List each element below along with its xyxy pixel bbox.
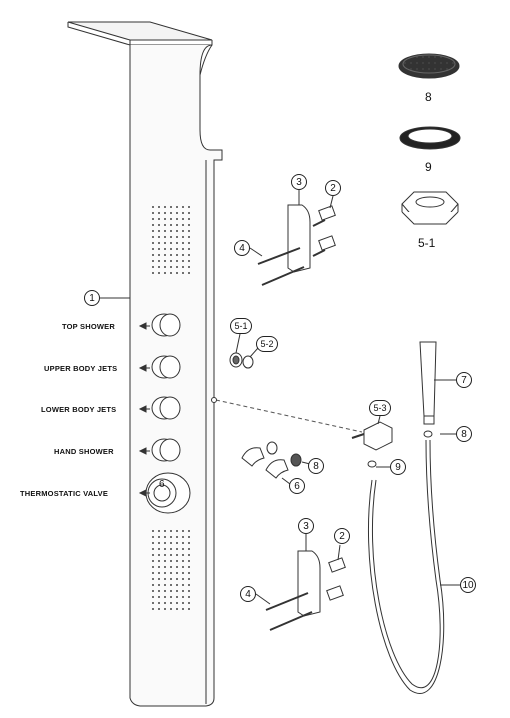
callout-8-middle: 8 [308,458,324,474]
filter-washer [398,53,460,79]
fitting-parts [229,352,254,369]
callout-1: 1 [84,290,100,306]
callout-4-top: 4 [234,240,250,256]
callout-7: 7 [456,372,472,388]
callout-10: 10 [460,577,476,593]
label-top-shower: TOP SHOWER [62,322,115,331]
label-lower-body-jets: LOWER BODY JETS [41,405,117,414]
upper-body-jets-nozzles [150,205,190,277]
label-hand-shower: HAND SHOWER [54,447,114,456]
hand-shower-holder [351,421,393,468]
label-upper-body-jets: UPPER BODY JETS [44,364,118,373]
part-number-8: 8 [425,90,432,104]
part-number-5-1: 5-1 [418,236,436,250]
ring-washer [399,126,461,150]
callout-4-bottom: 4 [240,586,256,602]
lower-body-jets-nozzles [148,528,190,610]
shower-hose [367,439,445,694]
valve-mark: 6 [159,479,165,490]
callout-3-bottom: 3 [298,518,314,534]
callout-5-3: 5-3 [369,400,391,416]
label-arrows [100,297,150,497]
callout-5-1: 5-1 [230,318,252,334]
callout-9: 9 [390,459,406,475]
part-number-9: 9 [425,160,432,174]
bottom-bracket [265,550,346,631]
label-thermostatic-valve: THERMOSTATIC VALVE [20,489,109,498]
callout-8-right: 8 [456,426,472,442]
callout-5-2: 5-2 [256,336,278,352]
elbow-fittings [241,441,302,479]
hex-nut [401,191,459,225]
callout-3-top: 3 [291,174,307,190]
hand-shower [419,341,437,438]
control-knobs [145,313,191,514]
callout-2-bottom: 2 [334,528,350,544]
dashed-leader [215,399,363,433]
callout-6: 6 [289,478,305,494]
callout-2-top: 2 [325,180,341,196]
top-bracket [257,204,336,286]
